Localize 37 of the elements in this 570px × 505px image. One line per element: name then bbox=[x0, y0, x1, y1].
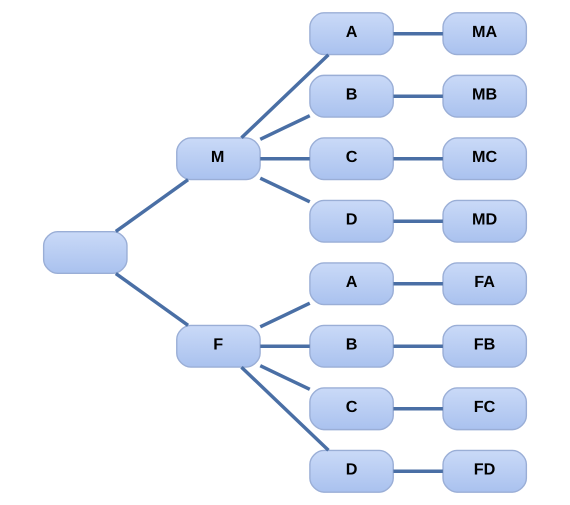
node-box: MD bbox=[442, 200, 528, 243]
connector bbox=[393, 32, 443, 36]
node-box: D bbox=[309, 200, 394, 243]
node-box: FA bbox=[442, 262, 528, 306]
node-box: A bbox=[309, 12, 394, 56]
connector bbox=[393, 220, 443, 223]
node-box bbox=[42, 230, 128, 274]
node-box: B bbox=[309, 324, 394, 368]
connector bbox=[260, 364, 310, 391]
node-box: MC bbox=[442, 137, 528, 180]
node-box: C bbox=[309, 137, 394, 180]
node-box: MB bbox=[442, 74, 528, 118]
connector bbox=[240, 366, 330, 452]
node-box: FD bbox=[442, 450, 528, 493]
connector bbox=[393, 94, 443, 98]
node-box: C bbox=[309, 387, 394, 430]
node-box: A bbox=[309, 262, 394, 306]
connector bbox=[260, 157, 310, 160]
connector bbox=[260, 344, 310, 348]
node-box: D bbox=[309, 450, 394, 493]
node-box: B bbox=[309, 74, 394, 118]
connector bbox=[240, 53, 330, 140]
connector bbox=[260, 302, 311, 328]
node-box: M bbox=[176, 137, 261, 180]
connector bbox=[260, 114, 310, 141]
connector bbox=[260, 176, 311, 204]
node-box: MA bbox=[442, 12, 528, 56]
node-box: FB bbox=[442, 324, 528, 368]
connector bbox=[393, 157, 443, 160]
connector bbox=[393, 470, 443, 474]
connector bbox=[114, 178, 190, 233]
connector bbox=[393, 282, 443, 286]
connector bbox=[393, 344, 443, 348]
connector bbox=[393, 407, 443, 411]
connector bbox=[114, 272, 190, 327]
node-box: F bbox=[176, 324, 261, 368]
node-box: FC bbox=[442, 387, 528, 430]
